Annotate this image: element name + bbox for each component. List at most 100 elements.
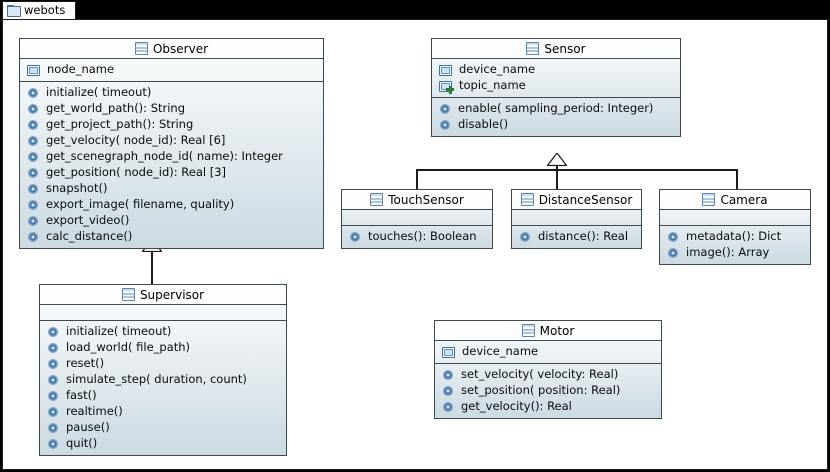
method-label: load_world( file_path)	[66, 340, 191, 355]
method-row: disable()	[432, 117, 680, 133]
method-label: get_project_path(): String	[46, 117, 194, 132]
class-name-label: Camera	[720, 192, 768, 207]
gear-icon	[27, 199, 39, 211]
methods-compartment-motor: set_velocity( velocity: Real) set_positi…	[435, 364, 661, 418]
class-icon	[520, 193, 534, 206]
gear-icon	[47, 406, 59, 418]
class-title-observer: Observer	[20, 39, 323, 59]
attribute-row: topic_name	[432, 78, 680, 94]
class-title-sensor: Sensor	[432, 39, 680, 59]
attributes-compartment-motor: device_name	[435, 341, 661, 364]
method-label: export_image( filename, quality)	[46, 197, 235, 212]
class-icon	[521, 324, 535, 337]
class-title-motor: Motor	[435, 321, 661, 341]
method-label: fast()	[66, 388, 97, 403]
class-name-label: Motor	[539, 323, 575, 338]
method-row: get_world_path(): String	[20, 101, 323, 117]
method-label: pause()	[66, 420, 110, 435]
generalization-drop-camera	[736, 169, 738, 189]
method-row: realtime()	[40, 404, 286, 420]
generalization-line-supervisor-observer	[151, 250, 153, 284]
method-label: initialize( timeout)	[66, 324, 172, 339]
methods-compartment-observer: initialize( timeout) get_world_path(): S…	[20, 82, 323, 248]
method-label: set_velocity( velocity: Real)	[461, 367, 619, 382]
class-box-distancesensor[interactable]: DistanceSensor distance(): Real	[511, 189, 642, 249]
class-name-label: DistanceSensor	[538, 192, 633, 207]
class-box-camera[interactable]: Camera metadata(): Dict image(): Array	[659, 189, 811, 265]
method-label: touches(): Boolean	[368, 229, 477, 244]
method-row: get_project_path(): String	[20, 117, 323, 133]
attributes-compartment-camera	[660, 210, 810, 226]
generalization-bus-sensor	[416, 169, 738, 171]
gear-icon	[27, 135, 39, 147]
gear-icon	[47, 326, 59, 338]
class-box-motor[interactable]: Motor device_name set_velocity( velocity…	[434, 320, 662, 419]
method-label: image(): Array	[686, 245, 770, 260]
method-row: get_velocity(): Real	[435, 399, 661, 415]
gear-icon	[27, 103, 39, 115]
attribute-row: device_name	[435, 344, 661, 360]
class-name-label: Sensor	[544, 41, 586, 56]
method-row: metadata(): Dict	[660, 229, 810, 245]
package-tab-webots[interactable]: webots	[2, 1, 76, 19]
method-label: get_velocity(): Real	[461, 399, 572, 414]
class-box-sensor[interactable]: Sensor device_name topic_name	[431, 38, 681, 137]
class-title-touchsensor: TouchSensor	[342, 190, 492, 210]
method-row: get_velocity( node_id): Real [6]	[20, 133, 323, 149]
class-title-supervisor: Supervisor	[40, 285, 286, 305]
diagram-canvas: Observer node_name initialize( timeout)	[2, 19, 828, 470]
methods-compartment-touchsensor: touches(): Boolean	[342, 226, 492, 248]
gear-icon	[27, 119, 39, 131]
method-row: get_position( node_id): Real [3]	[20, 165, 323, 181]
gear-icon	[27, 167, 39, 179]
gear-icon	[47, 438, 59, 450]
gear-icon	[27, 151, 39, 163]
gear-icon	[667, 247, 679, 259]
gear-icon	[27, 215, 39, 227]
method-label: calc_distance()	[46, 229, 133, 244]
method-label: initialize( timeout)	[46, 85, 152, 100]
gear-icon	[349, 231, 361, 243]
generalization-arrow-sensor	[547, 153, 567, 166]
method-row: simulate_step( duration, count)	[40, 372, 286, 388]
gear-icon	[47, 342, 59, 354]
methods-compartment-sensor: enable( sampling_period: Integer) disabl…	[432, 98, 680, 136]
class-box-touchsensor[interactable]: TouchSensor touches(): Boolean	[341, 189, 493, 249]
methods-compartment-supervisor: initialize( timeout) load_world( file_pa…	[40, 321, 286, 455]
method-label: quit()	[66, 436, 98, 451]
method-row: export_video()	[20, 213, 323, 229]
folder-icon	[7, 5, 21, 17]
method-row: initialize( timeout)	[40, 324, 286, 340]
gear-icon	[47, 374, 59, 386]
method-row: export_image( filename, quality)	[20, 197, 323, 213]
attributes-compartment-distancesensor	[512, 210, 641, 226]
method-row: get_scenegraph_node_id( name): Integer	[20, 149, 323, 165]
method-label: reset()	[66, 356, 105, 371]
class-box-supervisor[interactable]: Supervisor initialize( timeout) load_wor…	[39, 284, 287, 456]
methods-compartment-camera: metadata(): Dict image(): Array	[660, 226, 810, 264]
gear-icon	[27, 231, 39, 243]
attributes-compartment-supervisor	[40, 305, 286, 321]
method-row: quit()	[40, 436, 286, 452]
class-icon	[121, 288, 135, 301]
method-row: snapshot()	[20, 181, 323, 197]
generalization-drop-touchsensor	[416, 169, 418, 189]
method-row: calc_distance()	[20, 229, 323, 245]
class-box-observer[interactable]: Observer node_name initialize( timeout)	[19, 38, 324, 249]
gear-icon	[519, 231, 531, 243]
method-row: enable( sampling_period: Integer)	[432, 101, 680, 117]
method-label: distance(): Real	[538, 229, 629, 244]
gear-icon	[442, 385, 454, 397]
attributes-compartment-sensor: device_name topic_name	[432, 59, 680, 98]
class-title-camera: Camera	[660, 190, 810, 210]
method-label: get_velocity( node_id): Real [6]	[46, 133, 226, 148]
attribute-row: node_name	[20, 62, 323, 78]
gear-icon	[442, 369, 454, 381]
method-row: touches(): Boolean	[342, 229, 492, 245]
gear-icon	[667, 231, 679, 243]
gear-icon	[47, 358, 59, 370]
attribute-icon	[439, 64, 452, 76]
class-icon	[134, 42, 148, 55]
method-row: pause()	[40, 420, 286, 436]
